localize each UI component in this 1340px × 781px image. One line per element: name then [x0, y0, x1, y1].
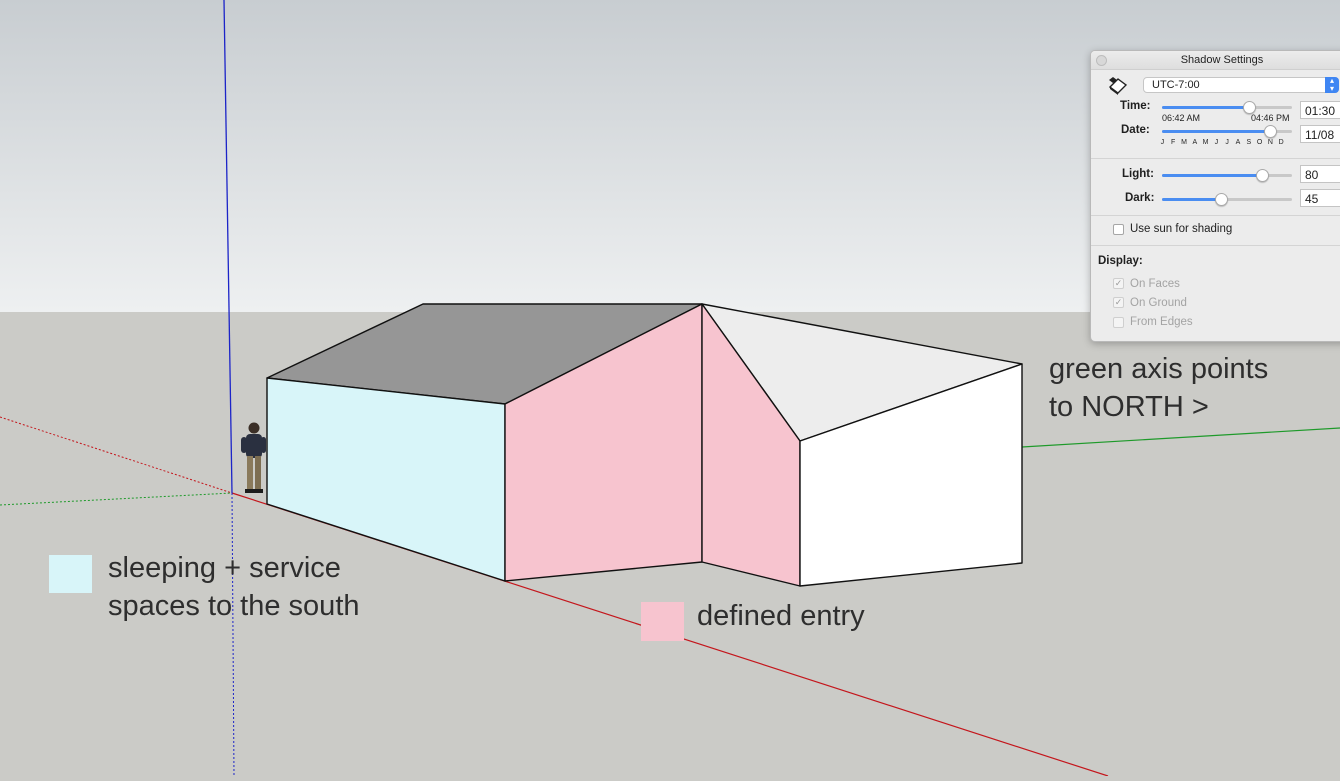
- light-field[interactable]: 80: [1300, 165, 1340, 183]
- dark-label: Dark:: [1125, 192, 1155, 204]
- timezone-select[interactable]: UTC-7:00 ▴▾: [1143, 77, 1339, 93]
- date-slider-fill: [1162, 130, 1270, 133]
- month-tick: A: [1192, 139, 1198, 146]
- time-field[interactable]: 01:30: [1300, 101, 1340, 119]
- divider: [1091, 215, 1340, 216]
- month-tick: M: [1202, 139, 1209, 146]
- shadow-toggle-icon[interactable]: [1107, 75, 1129, 95]
- timezone-value: UTC-7:00: [1152, 79, 1200, 91]
- sleeping-legend-line1: sleeping + service: [108, 552, 341, 584]
- red-axis-dotted: [0, 416, 233, 494]
- month-tick: J: [1225, 139, 1229, 146]
- month-tick: A: [1235, 139, 1241, 146]
- checkmark-icon: ✓: [1114, 297, 1123, 307]
- date-label: Date:: [1121, 124, 1150, 136]
- month-tick: S: [1246, 139, 1252, 146]
- month-tick: J: [1160, 139, 1165, 146]
- on-faces-label: On Faces: [1130, 278, 1180, 290]
- light-slider-fill: [1162, 174, 1263, 177]
- light-slider-knob[interactable]: [1256, 169, 1270, 182]
- green-axis: [1021, 427, 1340, 448]
- north-note-line1: green axis points: [1049, 353, 1269, 385]
- checkmark-icon: ✓: [1114, 278, 1123, 288]
- blue-axis-dotted: [231, 492, 235, 777]
- use-sun-label: Use sun for shading: [1130, 223, 1233, 235]
- date-field[interactable]: 11/08: [1300, 125, 1340, 143]
- time-slider-knob[interactable]: [1243, 101, 1257, 114]
- sleeping-legend-label: sleeping + service spaces to the south: [108, 549, 360, 625]
- divider: [1091, 158, 1340, 159]
- sleeping-legend-swatch: [49, 555, 92, 593]
- from-edges-label: From Edges: [1130, 316, 1193, 328]
- use-sun-checkbox[interactable]: [1113, 224, 1124, 235]
- month-tick: J: [1214, 139, 1219, 146]
- divider: [1091, 245, 1340, 246]
- on-faces-checkbox[interactable]: ✓: [1113, 278, 1124, 289]
- month-tick: N: [1267, 139, 1273, 146]
- panel-titlebar[interactable]: Shadow Settings: [1091, 51, 1340, 70]
- month-tick: O: [1256, 139, 1263, 146]
- panel-title: Shadow Settings: [1180, 54, 1264, 66]
- time-label: Time:: [1120, 100, 1151, 112]
- shadow-settings-panel: Shadow Settings UTC-7:00 ▴▾ Time: 06:42 …: [1090, 50, 1340, 342]
- blue-axis: [223, 0, 233, 494]
- north-wall: [799, 363, 1023, 587]
- light-label: Light:: [1122, 168, 1154, 180]
- date-slider-knob[interactable]: [1263, 125, 1277, 138]
- display-label: Display:: [1098, 255, 1143, 267]
- sleeping-legend-line2: spaces to the south: [108, 590, 360, 622]
- on-ground-checkbox[interactable]: ✓: [1113, 297, 1124, 308]
- sunset-time: 04:46 PM: [1251, 113, 1290, 123]
- north-note-line2: to NORTH >: [1049, 391, 1209, 423]
- time-slider-fill: [1162, 106, 1250, 109]
- sunrise-time: 06:42 AM: [1162, 113, 1201, 123]
- close-icon[interactable]: [1096, 55, 1107, 66]
- dark-slider-knob[interactable]: [1214, 193, 1228, 206]
- light-slider[interactable]: [1162, 169, 1292, 182]
- dark-field[interactable]: 45: [1300, 189, 1340, 207]
- north-note: green axis points to NORTH >: [1049, 350, 1268, 426]
- from-edges-checkbox[interactable]: [1113, 317, 1124, 328]
- month-tick: D: [1278, 139, 1284, 146]
- on-ground-label: On Ground: [1130, 297, 1187, 309]
- month-tick: M: [1181, 139, 1187, 146]
- time-slider[interactable]: [1162, 101, 1292, 114]
- chevron-updown-icon: ▴▾: [1325, 77, 1339, 93]
- entry-legend-swatch: [641, 602, 684, 641]
- entry-legend-label: defined entry: [697, 600, 865, 632]
- month-tick: F: [1171, 139, 1176, 146]
- house-model[interactable]: [266, 303, 1023, 587]
- green-axis-dotted: [0, 492, 233, 506]
- date-slider[interactable]: [1162, 125, 1292, 138]
- dark-slider[interactable]: [1162, 193, 1292, 206]
- scale-figure: [241, 422, 266, 493]
- dark-slider-fill: [1162, 198, 1221, 201]
